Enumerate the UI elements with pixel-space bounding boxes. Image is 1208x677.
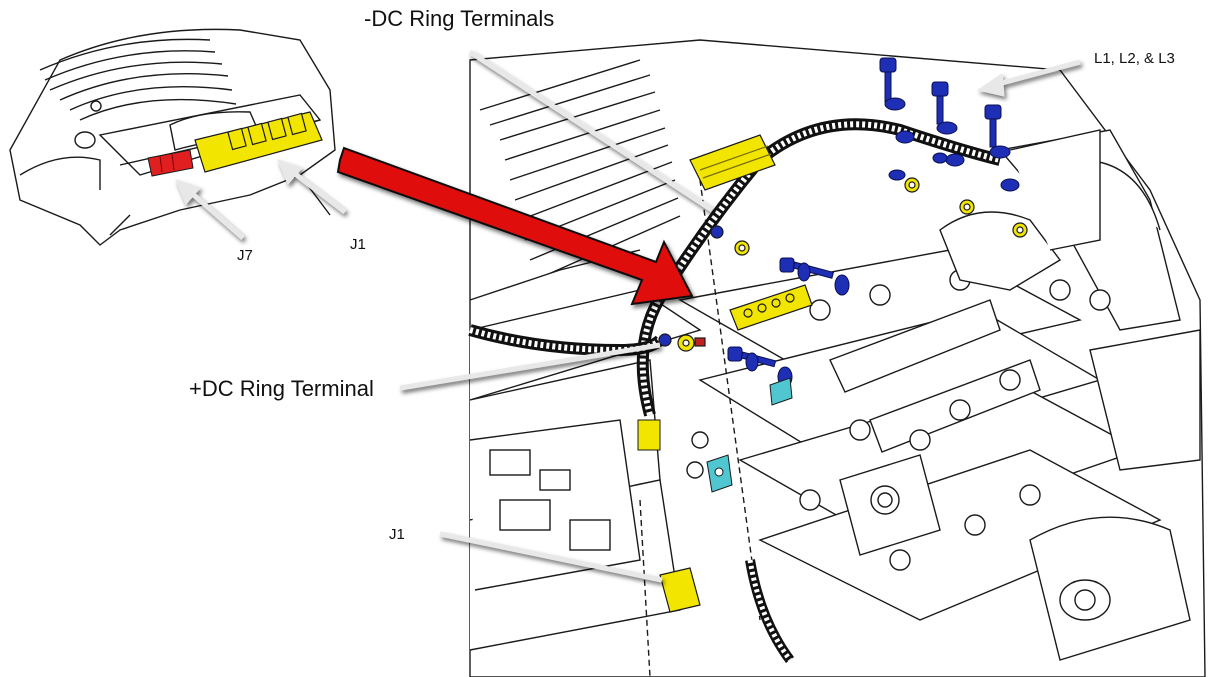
callout-j1-main-arrow: [439, 531, 663, 583]
j1-main-label: J1: [389, 526, 405, 543]
callout-j7-inset-arrow: [186, 188, 245, 240]
j1-inset-label: J1: [350, 236, 366, 253]
phase-ring-terminals: [904, 177, 1028, 238]
neg-dc-ring-terminals-label: -DC Ring Terminals: [364, 6, 555, 31]
callout-arrows: [175, 49, 1081, 583]
inverter-assembly-main: [469, 39, 1206, 677]
pos-dc-ring-terminal-label: +DC Ring Terminal: [189, 376, 374, 401]
j7-connector-inset: [147, 149, 194, 177]
j7-inset-label: J7: [237, 247, 253, 264]
phase-bolts-blue: [879, 57, 1020, 192]
callout-pos-dc-arrow: [399, 342, 661, 391]
j1-connector-top: [689, 134, 776, 191]
phase-terminals-label: L1, L2, & L3: [1094, 50, 1175, 67]
dc-bolts-blue: [727, 257, 850, 388]
pos-dc-ring-terminal: [658, 333, 706, 352]
neg-dc-ring-terminals: [710, 225, 750, 256]
red-detail-arrow: [336, 146, 694, 306]
callout-neg-dc-arrow: [468, 49, 714, 213]
callout-phase-arrow: [997, 59, 1081, 87]
cyan-terminals: [706, 377, 793, 493]
dc-bus-connector: [729, 284, 813, 331]
callout-j1-inset-arrow: [288, 168, 347, 214]
j1-connector-inset: [194, 111, 323, 173]
j1-connector-bottom: [659, 567, 701, 613]
cable-clip-yellow: [637, 419, 661, 451]
